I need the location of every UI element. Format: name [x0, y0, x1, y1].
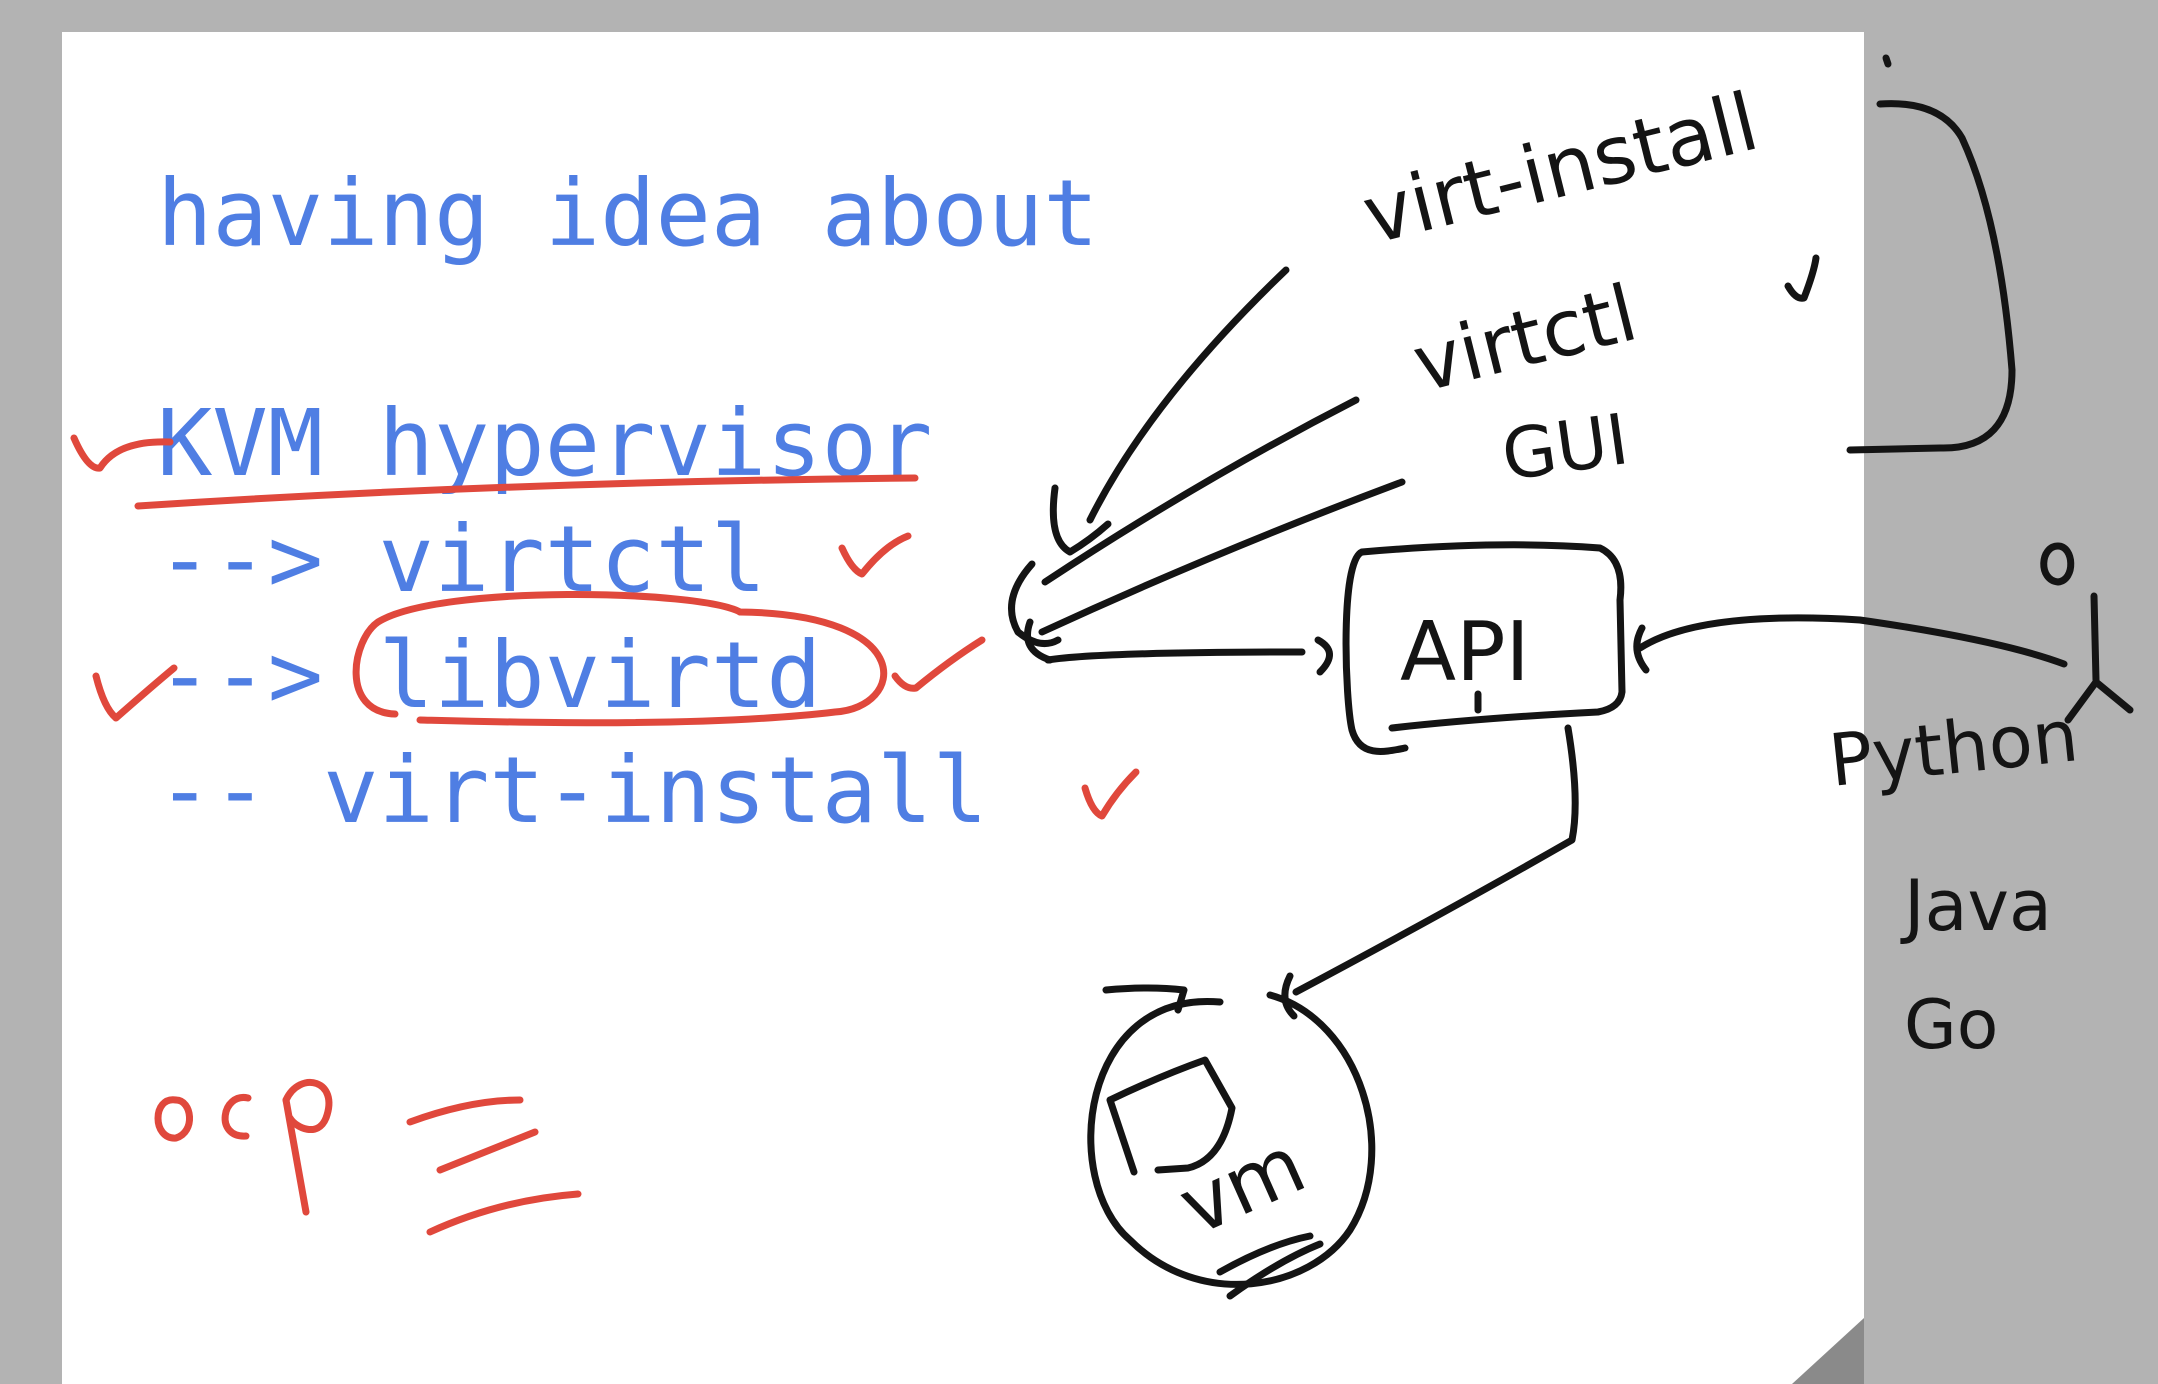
language-go: Go	[1904, 986, 1998, 1065]
arrow-to-api	[1044, 648, 1306, 664]
virtctl-black-check	[1784, 254, 1820, 302]
language-python: Python	[1825, 693, 2082, 803]
vm-circle	[1087, 991, 1376, 1288]
page-curl-corner	[1792, 1318, 1864, 1384]
whiteboard-page	[62, 32, 1864, 1384]
api-label: API	[1400, 605, 1530, 700]
equals-lines	[406, 1096, 524, 1126]
virtctl-check-mark	[838, 532, 912, 578]
kvm-underline	[134, 474, 919, 510]
notes-title: having idea about	[157, 160, 1099, 267]
libvirtd-check-mark	[891, 636, 986, 692]
right-bracket	[1846, 100, 2016, 454]
note-virtctl: --> virtctl	[157, 506, 767, 613]
arrow-from-virt-install	[1086, 266, 1290, 524]
user-body-icon	[2064, 592, 2134, 724]
arrow-from-virtctl	[1041, 396, 1360, 586]
ocp-handwriting	[154, 1096, 193, 1142]
vm-screen-icon	[1106, 1056, 1236, 1176]
vm-circle-top	[1102, 984, 1188, 1014]
note-virt-install: -- virt-install	[157, 737, 988, 844]
connector-arc	[1008, 560, 1062, 648]
tool-virtctl: virtctl	[1405, 269, 1646, 411]
api-to-vm	[1292, 724, 1579, 996]
kvm-check-mark	[70, 434, 174, 472]
vm-strike-lines	[1216, 1232, 1324, 1300]
tool-gui: GUI	[1497, 398, 1633, 497]
vm-label: vm	[1166, 1117, 1318, 1253]
note-libvirtd: --> libvirtd	[157, 622, 822, 729]
user-head-icon	[2040, 542, 2075, 586]
libvirtd-left-check	[92, 664, 178, 722]
virt-install-check-mark	[1081, 768, 1140, 820]
arrow-from-gui	[1038, 478, 1406, 636]
libvirtd-circle	[352, 591, 888, 727]
api-to-languages	[1636, 614, 2068, 668]
api-box	[1342, 548, 1409, 755]
note-kvm-hypervisor: KVM hypervisor	[157, 390, 933, 497]
language-java: Java	[1900, 865, 2052, 947]
tool-virt-install: virt-install	[1354, 75, 1767, 263]
